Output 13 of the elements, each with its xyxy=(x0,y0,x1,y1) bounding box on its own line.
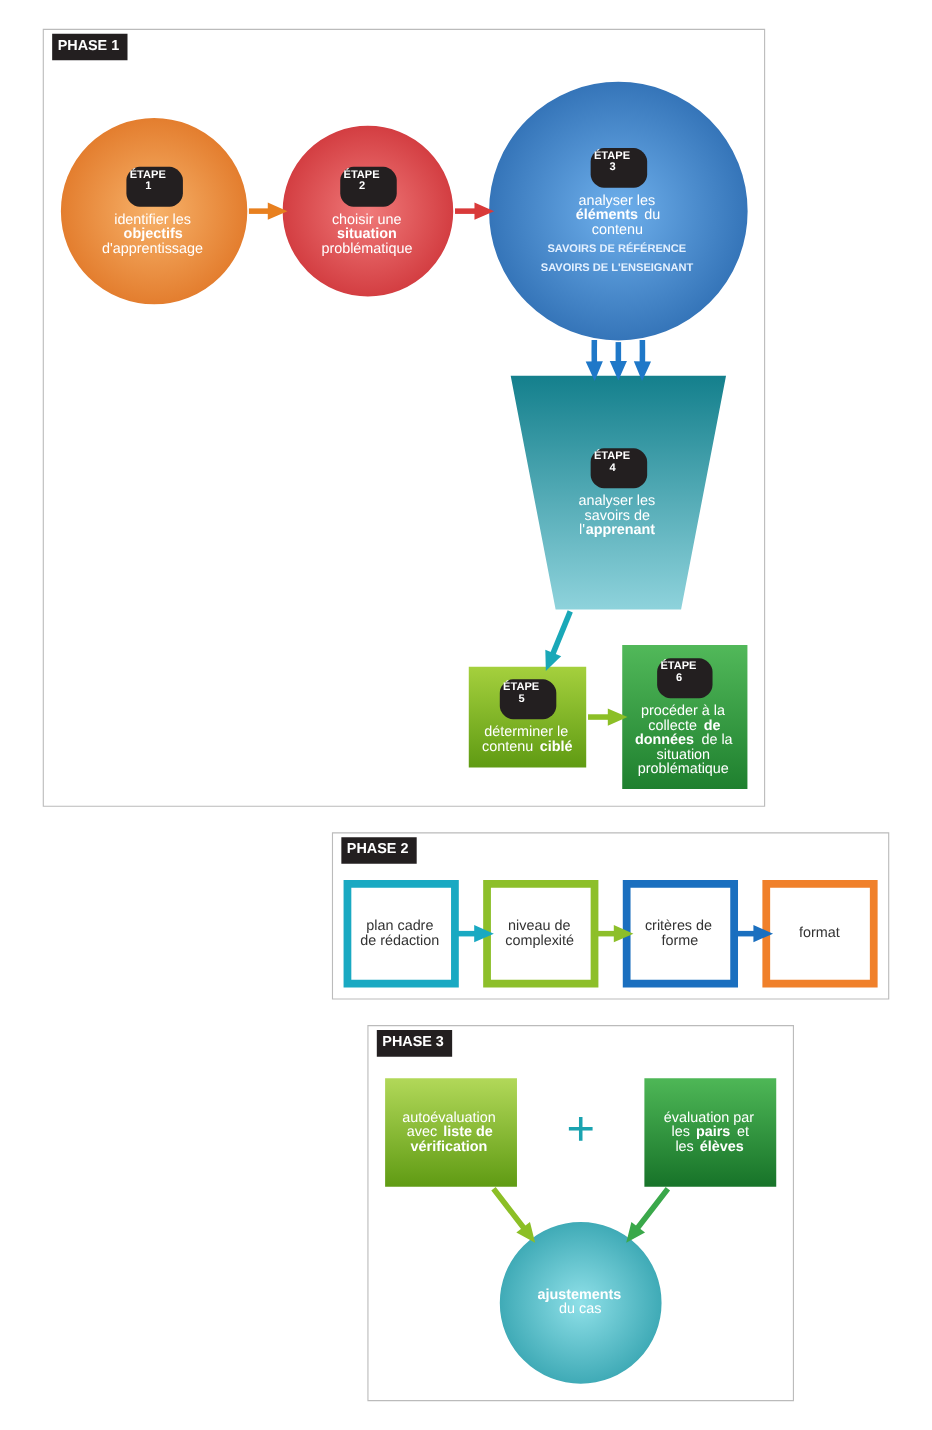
arrow xyxy=(734,925,774,943)
arrow xyxy=(633,340,652,382)
arrow xyxy=(545,610,573,672)
arrow xyxy=(455,925,494,943)
label: + xyxy=(566,1102,595,1157)
arrow xyxy=(609,342,627,381)
arrow xyxy=(455,202,495,220)
arrow xyxy=(491,1187,536,1243)
arrow xyxy=(585,340,603,382)
arrow xyxy=(594,925,634,943)
arrow xyxy=(248,202,288,220)
arrow xyxy=(588,708,628,726)
arrow xyxy=(626,1187,671,1243)
